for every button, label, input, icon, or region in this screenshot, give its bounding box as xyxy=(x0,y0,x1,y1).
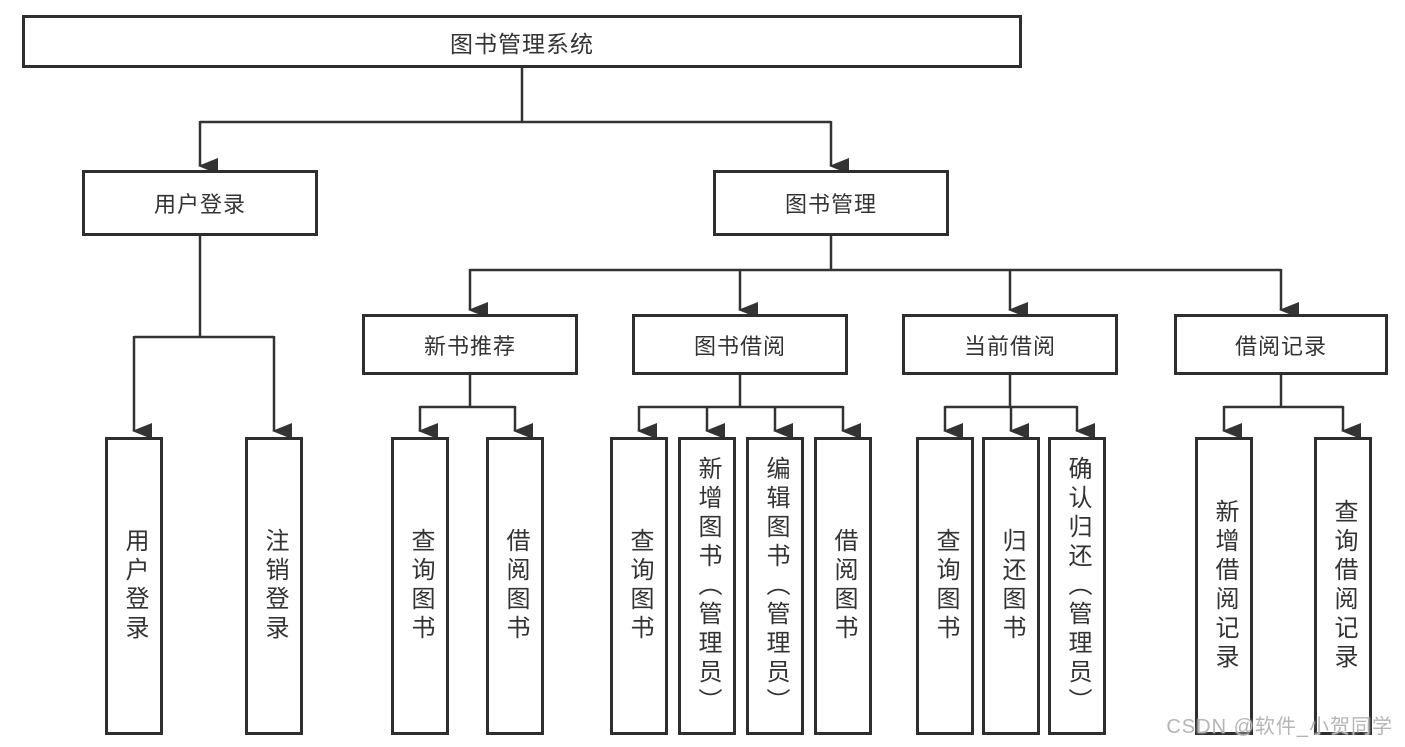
leaf-newbook-query-books: 查询图书 xyxy=(391,437,449,735)
leaf-newbook-query-books-label: 查询图书 xyxy=(407,528,434,644)
leaf-user-login-label: 用户登录 xyxy=(121,528,148,644)
leaf-current-query-books: 查询图书 xyxy=(916,437,974,735)
node-book-borrowing-label: 图书借阅 xyxy=(693,333,786,359)
leaf-borrow-query-books-label: 查询图书 xyxy=(626,528,653,644)
leaf-borrow-books: 借阅图书 xyxy=(814,437,872,735)
node-borrow-records: 借阅记录 xyxy=(1174,314,1388,375)
node-root-label: 图书管理系统 xyxy=(450,30,594,57)
leaf-newbook-borrow-books: 借阅图书 xyxy=(486,437,544,735)
leaf-query-borrow-record-label: 查询借阅记录 xyxy=(1330,499,1357,673)
leaf-newbook-borrow-books-label: 借阅图书 xyxy=(502,528,529,644)
node-borrow-records-label: 借阅记录 xyxy=(1234,333,1327,359)
leaf-logout: 注销登录 xyxy=(245,437,303,735)
node-root: 图书管理系统 xyxy=(22,15,1022,68)
node-book-management: 图书管理 xyxy=(713,170,949,236)
leaf-add-books-admin: 新增图书（管理员） xyxy=(678,437,736,735)
node-user-login-label: 用户登录 xyxy=(153,192,246,217)
node-new-book-recommend: 新书推荐 xyxy=(362,314,578,375)
leaf-add-books-admin-label: 新增图书（管理员） xyxy=(694,455,721,717)
leaf-borrow-books-label: 借阅图书 xyxy=(830,528,857,644)
node-book-management-label: 图书管理 xyxy=(784,192,877,217)
leaf-edit-books-admin-label: 编辑图书（管理员） xyxy=(762,455,789,717)
leaf-add-borrow-record: 新增借阅记录 xyxy=(1195,437,1253,735)
node-user-login: 用户登录 xyxy=(82,170,318,236)
leaf-confirm-return-admin-label: 确认归还（管理员） xyxy=(1064,455,1091,717)
csdn-watermark: CSDN @软件_小贺同学 xyxy=(1166,716,1393,738)
leaf-add-borrow-record-label: 新增借阅记录 xyxy=(1211,499,1238,673)
leaf-return-books: 归还图书 xyxy=(982,437,1040,735)
leaf-edit-books-admin: 编辑图书（管理员） xyxy=(746,437,804,735)
leaf-query-borrow-record: 查询借阅记录 xyxy=(1314,437,1372,735)
node-current-borrowing: 当前借阅 xyxy=(902,314,1118,375)
leaf-logout-label: 注销登录 xyxy=(261,528,288,644)
leaf-return-books-label: 归还图书 xyxy=(998,528,1025,644)
leaf-user-login: 用户登录 xyxy=(105,437,163,735)
leaf-confirm-return-admin: 确认归还（管理员） xyxy=(1048,437,1106,735)
leaf-borrow-query-books: 查询图书 xyxy=(610,437,668,735)
node-current-borrowing-label: 当前借阅 xyxy=(963,333,1056,359)
node-book-borrowing: 图书借阅 xyxy=(632,314,848,375)
leaf-current-query-books-label: 查询图书 xyxy=(932,528,959,644)
node-new-book-recommend-label: 新书推荐 xyxy=(423,333,516,359)
